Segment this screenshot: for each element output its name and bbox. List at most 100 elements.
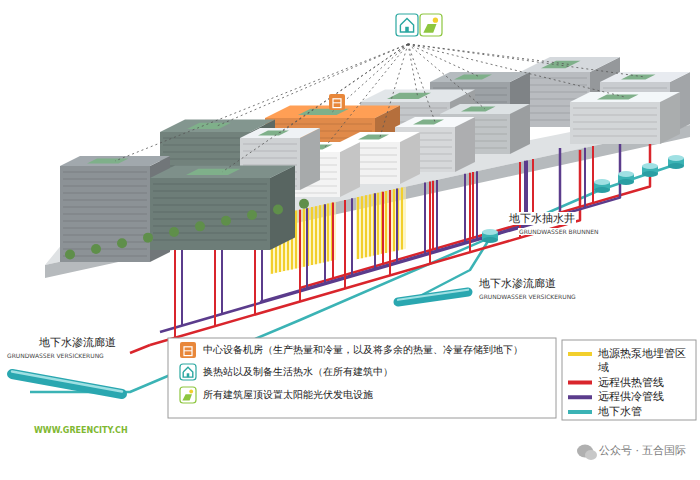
link-dotted — [408, 44, 435, 122]
link-dotted — [408, 44, 485, 109]
probe-line — [365, 195, 367, 257]
building-roof — [430, 72, 530, 82]
cooling-riser — [396, 189, 398, 264]
probe-line — [357, 197, 359, 259]
solar-roof — [187, 123, 231, 129]
corridor-label: 地下水渗流廊道 — [478, 277, 557, 290]
window-row — [63, 242, 147, 243]
cooling-riser — [464, 174, 466, 243]
cooling-riser — [424, 183, 426, 255]
legend-icon — [180, 387, 196, 403]
heating-riser — [519, 162, 521, 238]
window-row — [63, 186, 147, 187]
window-row — [573, 122, 657, 123]
window-row — [153, 191, 267, 192]
well-bottom — [668, 163, 684, 169]
window-row — [243, 144, 297, 145]
house-symbol — [400, 18, 413, 32]
solar-roof — [258, 131, 289, 136]
panel-symbol — [182, 394, 192, 400]
heating-riser — [389, 190, 391, 275]
house-symbol — [183, 367, 193, 377]
window-row — [523, 92, 587, 93]
building-side — [300, 128, 320, 190]
link-dotted — [408, 44, 625, 97]
probe-line — [327, 204, 329, 262]
well-top — [618, 171, 634, 177]
tree — [169, 227, 179, 237]
window-row — [523, 85, 587, 86]
window-row — [523, 78, 587, 79]
window-row — [63, 235, 147, 236]
plant-icon — [180, 342, 196, 358]
heating-riser — [432, 181, 434, 250]
solar-roof — [413, 120, 444, 125]
legend-text: 地源热泵地埋管区 域 — [598, 347, 690, 375]
window-row — [63, 179, 147, 180]
legend-panel — [168, 338, 556, 418]
plant-symbol — [184, 347, 192, 356]
heating-riser — [472, 172, 474, 238]
link-dotted — [408, 44, 570, 65]
window-row — [153, 226, 267, 227]
ground-probe-zone — [356, 187, 406, 260]
corridor-label-de: GRUNDWASSER VERSICKERUNG — [6, 352, 105, 359]
probe-line — [311, 207, 313, 265]
building-roof — [600, 72, 690, 82]
corridor-label: 地下水渗流廊道 — [38, 336, 117, 349]
probe-line — [315, 206, 317, 264]
window-row — [163, 145, 247, 146]
window-row — [63, 256, 147, 257]
heating-pipe — [130, 345, 150, 353]
well-bottom — [618, 179, 634, 185]
icon-frame — [180, 364, 196, 380]
tree — [91, 244, 101, 254]
well-bottom — [594, 187, 610, 193]
window-row — [163, 138, 247, 139]
window-row — [573, 136, 657, 137]
well-bottom — [642, 171, 658, 177]
solar-roof — [454, 75, 492, 80]
building-roof — [395, 117, 475, 127]
well-label-de: GRUNDWASSER BRUNNEN — [518, 228, 599, 235]
heating-riser — [299, 210, 301, 302]
probe-line — [369, 194, 371, 256]
link-dotted — [408, 44, 480, 77]
probe-line — [393, 189, 395, 251]
heating-riser — [382, 192, 384, 264]
probe-line — [377, 193, 379, 255]
infiltration-tube — [12, 374, 122, 394]
probe-line — [319, 205, 321, 263]
window-row — [153, 240, 267, 241]
well-top — [482, 229, 498, 235]
window-row — [433, 88, 507, 89]
window-row — [153, 205, 267, 206]
window-row — [243, 151, 297, 152]
link-dotted — [280, 44, 408, 133]
legend-text: 中心设备机房（生产热量和冷量，以及将多余的热量、冷量存储到地下） — [203, 344, 551, 357]
solar-roof — [461, 107, 496, 112]
window-row — [63, 228, 147, 229]
groundwater-well — [642, 163, 658, 177]
building-front — [570, 102, 660, 144]
window-row — [243, 165, 297, 166]
heating-riser — [174, 237, 176, 338]
window-row — [573, 108, 657, 109]
window-row — [573, 115, 657, 116]
heating-riser — [332, 202, 334, 278]
ground-edge — [45, 125, 690, 278]
sun-symbol — [189, 390, 193, 394]
legend-panel — [562, 340, 696, 420]
sun-symbol — [433, 18, 438, 23]
window-row — [63, 207, 147, 208]
legend-swatch — [568, 381, 592, 385]
heating-riser — [429, 181, 431, 263]
building-front — [150, 178, 270, 250]
window-row — [63, 172, 147, 173]
window-row — [153, 198, 267, 199]
building-front — [60, 166, 150, 262]
window-row — [63, 214, 147, 215]
heating-riser — [344, 200, 346, 289]
tree — [273, 204, 283, 214]
